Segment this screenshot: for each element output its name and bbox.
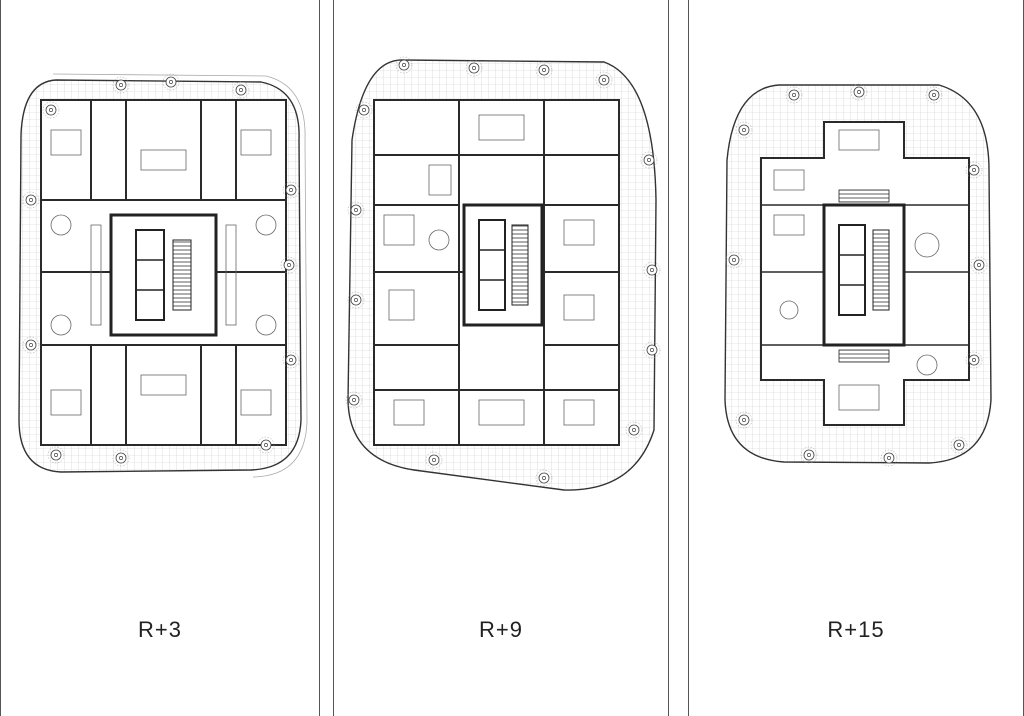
floor-plan-r9 xyxy=(345,56,661,491)
floor-plan-r15 xyxy=(724,83,992,467)
furniture-icon xyxy=(773,129,940,411)
elevator-icon xyxy=(135,229,165,321)
level-label: R+9 xyxy=(479,617,523,642)
stair-icon xyxy=(511,224,529,306)
furniture-icon xyxy=(50,129,277,416)
floor-plan-r3 xyxy=(18,73,308,478)
plan-sheet-r9: R+9 xyxy=(333,0,669,716)
plan-sheet-r15: R+15 xyxy=(688,0,1024,716)
stair-icon xyxy=(872,229,890,311)
level-label: R+3 xyxy=(138,617,182,642)
level-label: R+15 xyxy=(827,617,885,642)
stair-icon xyxy=(172,239,192,311)
core-r3 xyxy=(109,213,218,337)
core-r15 xyxy=(822,189,906,363)
plan-sheet-r3: R+3 xyxy=(0,0,320,716)
elevator-icon xyxy=(478,219,506,311)
furniture-icon xyxy=(383,114,595,426)
elevator-icon xyxy=(838,224,866,316)
core-r9 xyxy=(462,203,544,327)
